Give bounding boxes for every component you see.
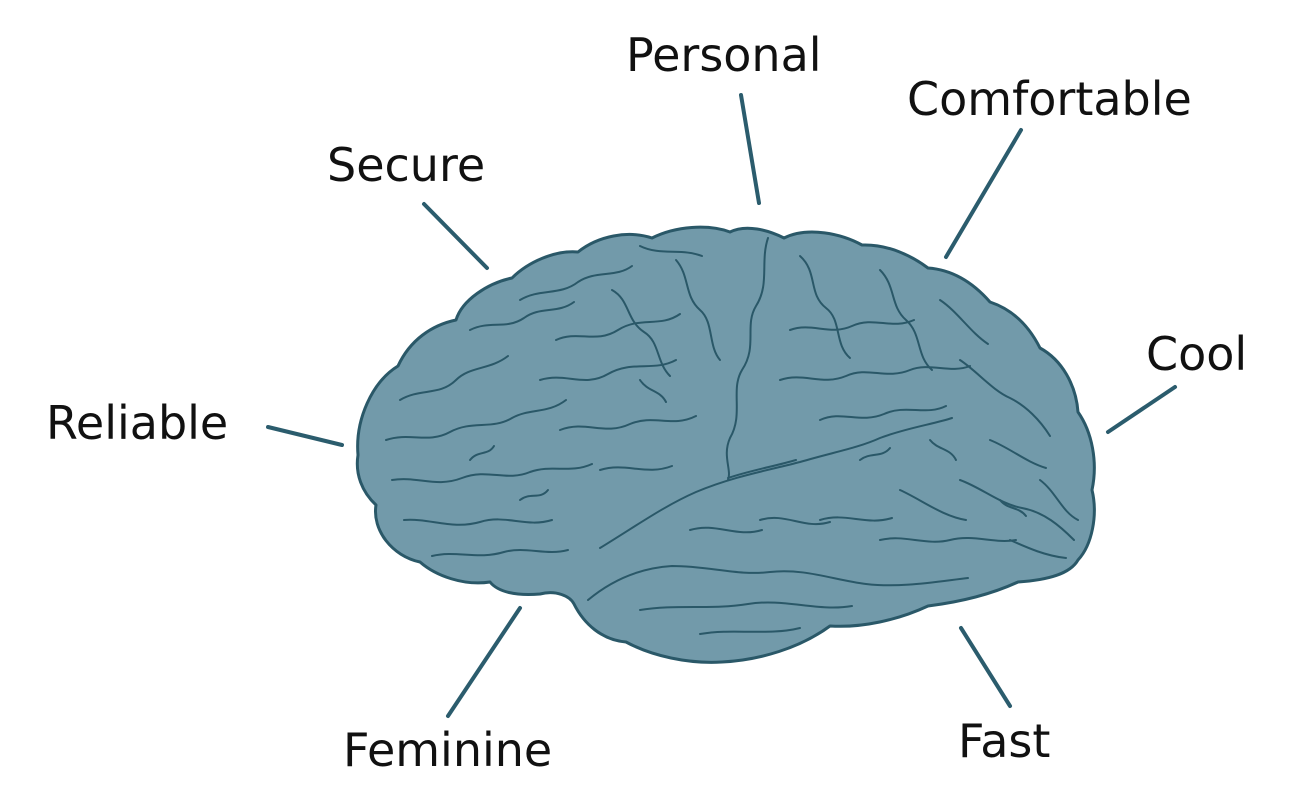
connector-personal	[739, 93, 761, 205]
label-personal: Personal	[626, 28, 822, 82]
label-comfortable: Comfortable	[907, 72, 1192, 126]
brain-silhouette	[355, 225, 1096, 664]
label-reliable: Reliable	[46, 396, 229, 450]
connector-feminine	[446, 606, 522, 718]
label-fast: Fast	[958, 714, 1051, 768]
brain-icon	[355, 225, 1096, 664]
label-cool: Cool	[1146, 327, 1248, 381]
connector-secure	[422, 202, 489, 270]
label-secure: Secure	[327, 138, 486, 192]
connector-cool	[1106, 385, 1177, 434]
connector-comfortable	[944, 128, 1023, 259]
label-feminine: Feminine	[343, 723, 553, 777]
connector-fast	[959, 626, 1012, 708]
connector-reliable	[266, 425, 344, 447]
